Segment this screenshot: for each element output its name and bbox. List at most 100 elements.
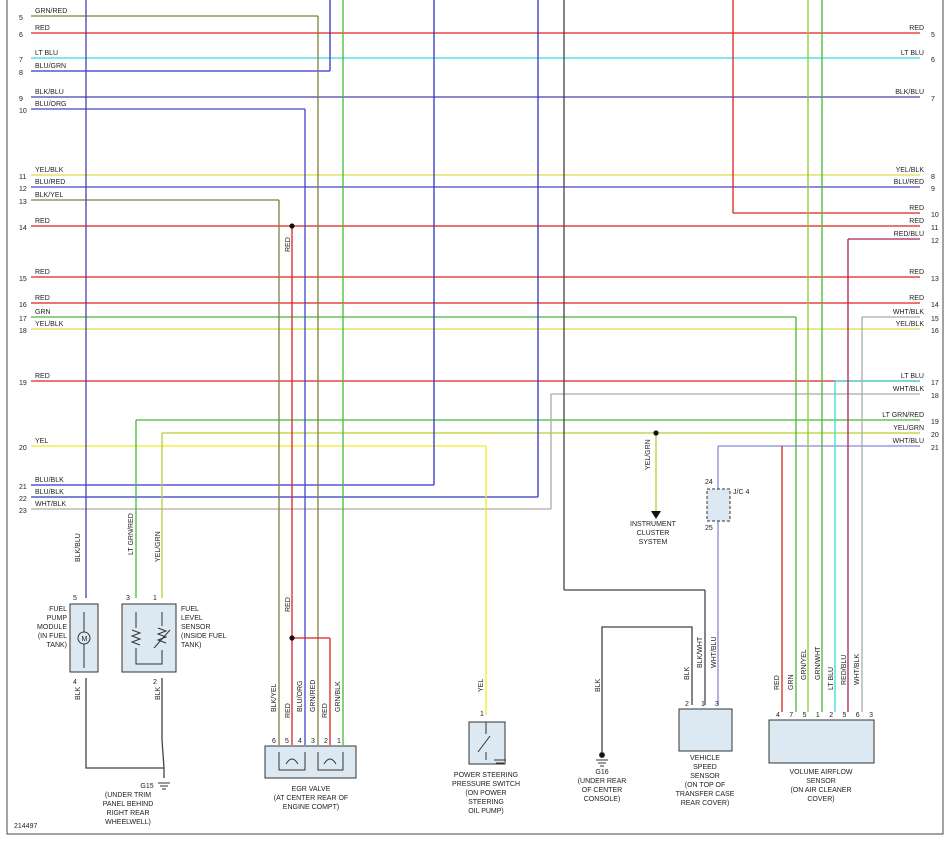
fuel-pump-label: (IN FUEL (38, 633, 67, 640)
vertical-wire-label: BLK (75, 686, 82, 700)
left-row-wire-label: RED (35, 373, 50, 380)
left-row-wire-label: WHT/BLK (35, 501, 66, 508)
left-row-number: 11 (19, 174, 26, 181)
g16-label: CONSOLE) (584, 796, 621, 803)
left-row-wire-label: BLU/RED (35, 179, 65, 186)
vaf-pin-number: 3 (869, 712, 873, 719)
left-row-number: 20 (19, 445, 27, 452)
left-row-wire-label: RED (35, 218, 50, 225)
vertical-wire-label: YEL/GRN (645, 439, 652, 470)
vertical-wire-label: RED (285, 237, 292, 252)
left-row-wire-label: RED (35, 25, 50, 32)
vertical-wire-label: GRN/WHT (815, 646, 822, 680)
ps-switch-label: POWER STEERING (454, 772, 518, 779)
right-row-number: 5 (931, 32, 935, 39)
vaf-pin-number: 6 (856, 712, 860, 719)
vertical-wire-label: WHT/BLK (854, 654, 861, 685)
vaf-pin-number: 5 (843, 712, 847, 719)
instrument-label: SYSTEM (639, 539, 668, 546)
vaf-pin-number: 5 (803, 712, 807, 719)
right-row-wire-label: YEL/BLK (896, 167, 925, 174)
wires (31, 0, 920, 778)
vertical-wire-label: GRN/YEL (801, 649, 808, 680)
egr-pin-number: 2 (324, 738, 328, 745)
vss-label: REAR COVER) (681, 800, 730, 807)
right-row-wire-label: RED/BLU (894, 231, 924, 238)
left-row-number: 22 (19, 496, 27, 503)
egr-label: ENGINE COMPT) (283, 804, 339, 811)
right-row-number: 21 (931, 445, 939, 452)
right-row-wire-label: LT BLU (901, 50, 924, 57)
egr-valve (264, 745, 357, 779)
right-row-wire-label: RED (909, 205, 924, 212)
vaf-pin-number: 4 (776, 712, 780, 719)
egr-pin-number: 4 (298, 738, 302, 745)
vaf-label: SENSOR (806, 778, 836, 785)
fuel-pump-module: M (69, 603, 99, 673)
vertical-wire-label: RED (285, 597, 292, 612)
right-row-number: 7 (931, 96, 935, 103)
vss-pin-number: 1 (701, 701, 705, 708)
vertical-wire-label: BLK (595, 678, 602, 692)
right-row-number: 9 (931, 186, 935, 193)
vaf-pin-number: 2 (829, 712, 833, 719)
junction-name: J/C 4 (733, 489, 749, 496)
right-row-wire-label: BLU/RED (894, 179, 924, 186)
ground-ps-switch-icon (494, 759, 506, 764)
g16-name: G16 (595, 769, 608, 776)
vertical-wire-label: GRN (788, 674, 795, 690)
left-row-number: 10 (19, 108, 27, 115)
left-row-number: 16 (19, 302, 27, 309)
right-row-wire-label: LT BLU (901, 373, 924, 380)
vss-label: TRANSFER CASE (676, 791, 735, 798)
egr-pin-number: 6 (272, 738, 276, 745)
left-row-wire-label: YEL (35, 438, 48, 445)
left-row-wire-label: BLU/GRN (35, 63, 66, 70)
right-row-number: 19 (931, 419, 939, 426)
vertical-wire-label: RED (322, 703, 329, 718)
vertical-wire-label: BLK/YEL (271, 683, 278, 712)
vss-label: VEHICLE (690, 755, 720, 762)
left-row-wire-label: BLK/YEL (35, 192, 64, 199)
fuel-level-label: LEVEL (181, 615, 203, 622)
fuel-pump-label: PUMP (47, 615, 68, 622)
left-row-number: 13 (19, 199, 27, 206)
vaf-pin-number: 1 (816, 712, 820, 719)
left-row-wire-label: BLU/BLK (35, 489, 64, 496)
g15-label: RIGHT REAR (106, 810, 149, 817)
right-row-wire-label: RED (909, 295, 924, 302)
vertical-wire-label: GRN/RED (310, 680, 317, 712)
vertical-wire-label: BLK/BLU (75, 533, 82, 562)
ps-switch-label: (ON POWER (465, 790, 506, 797)
right-row-wire-label: LT GRN/RED (882, 412, 924, 419)
left-row-number: 8 (19, 70, 23, 77)
vertical-wire-label: LT BLU (828, 667, 835, 690)
fuel-level-label: (INSIDE FUEL (181, 633, 227, 640)
g15-label: PANEL BEHIND (103, 801, 154, 808)
left-row-wire-label: YEL/BLK (35, 321, 64, 328)
right-row-number: 12 (931, 238, 939, 245)
splice-dots (289, 223, 659, 641)
left-row-wire-label: GRN/RED (35, 8, 67, 15)
ps-switch-label: OIL PUMP) (468, 808, 504, 815)
vertical-wire-label: BLU/ORG (297, 680, 304, 712)
right-row-number: 13 (931, 276, 939, 283)
left-row-number: 6 (19, 32, 23, 39)
egr-pin-number: 3 (311, 738, 315, 745)
left-row-wire-label: GRN (35, 309, 51, 316)
vehicle-speed-sensor (678, 708, 733, 752)
right-row-wire-label: RED (909, 25, 924, 32)
vertical-wire-label: WHT/BLU (711, 637, 718, 669)
fuel-pump-label: TANK) (47, 642, 67, 649)
left-row-number: 17 (19, 316, 27, 323)
left-row-number: 12 (19, 186, 27, 193)
fuel-pump-pin-top: 5 (73, 595, 77, 602)
instrument-label: CLUSTER (637, 530, 670, 537)
junction-bottom-pin: 25 (705, 525, 713, 532)
right-row-number: 14 (931, 302, 939, 309)
vertical-wire-label: RED (285, 703, 292, 718)
ground-g15-icon (158, 782, 170, 790)
